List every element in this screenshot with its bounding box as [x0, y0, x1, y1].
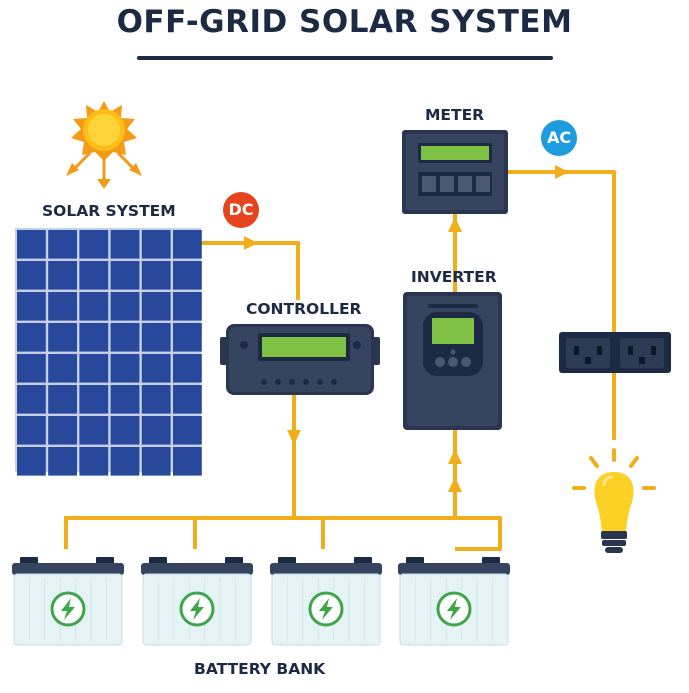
solar-cell: [110, 354, 140, 383]
wire-meter-to-socket: [508, 170, 616, 332]
solar-cell: [79, 230, 109, 259]
battery-icon: [141, 557, 253, 646]
solar-cell: [48, 354, 77, 383]
solar-cell: [173, 354, 202, 383]
solar-cell: [110, 261, 140, 290]
solar-cell: [48, 416, 77, 445]
solar-cell: [141, 230, 171, 259]
arrow-up-inverter: [448, 449, 462, 464]
solar-cell: [79, 323, 109, 352]
solar-cell: [110, 230, 140, 259]
battery-icon: [12, 557, 124, 646]
title-underline: [137, 56, 553, 60]
solar-cell: [141, 292, 171, 321]
power-socket-icon: [559, 332, 671, 373]
solar-cell: [141, 261, 171, 290]
solar-cell: [141, 416, 171, 445]
battery-bank: [12, 557, 510, 646]
wires: [64, 170, 616, 551]
solar-cell: [173, 292, 202, 321]
solar-cell: [17, 261, 46, 290]
dc-badge-label: DC: [228, 200, 254, 219]
meter-icon: [402, 130, 508, 214]
solar-cell: [17, 385, 46, 414]
solar-cell: [110, 385, 140, 414]
solar-cell: [17, 416, 46, 445]
solar-cell: [17, 354, 46, 383]
arrow-up-meter: [448, 217, 462, 232]
solar-cell: [48, 230, 77, 259]
inverter-icon: [403, 292, 502, 430]
solar-cell: [48, 323, 77, 352]
arrow-right-dc: [244, 236, 258, 250]
solar-cell: [141, 385, 171, 414]
solar-cell: [173, 323, 202, 352]
arrow-right-ac: [555, 165, 569, 179]
solar-cell: [141, 354, 171, 383]
solar-cell: [110, 292, 140, 321]
solar-cell: [173, 385, 202, 414]
ac-badge-label: AC: [546, 128, 572, 147]
solar-cell: [141, 323, 171, 352]
solar-cell: [79, 354, 109, 383]
solar-cell: [48, 292, 77, 321]
solar-cell: [110, 447, 140, 476]
solar-cell: [48, 261, 77, 290]
battery-bank-label: BATTERY BANK: [194, 660, 326, 678]
solar-cell: [173, 416, 202, 445]
solar-cell: [79, 292, 109, 321]
light-bulb-icon: [572, 448, 656, 553]
solar-cell: [17, 230, 46, 259]
solar-cell: [48, 385, 77, 414]
solar-cell: [79, 416, 109, 445]
solar-cell: [17, 323, 46, 352]
solar-cell: [173, 230, 202, 259]
solar-cell: [79, 261, 109, 290]
solar-cell: [48, 447, 77, 476]
charge-controller-icon: [220, 324, 380, 395]
controller-label: CONTROLLER: [246, 300, 362, 318]
wire-battery4-to-bus: [455, 516, 502, 551]
dc-badge: [223, 192, 259, 228]
ac-badge: [541, 120, 577, 156]
solar-cell: [17, 292, 46, 321]
solar-cell: [79, 385, 109, 414]
wire-panel-to-controller: [200, 241, 300, 300]
solar-cell: [110, 323, 140, 352]
solar-cell: [141, 447, 171, 476]
solar-cell: [79, 447, 109, 476]
solar-system-label: SOLAR SYSTEM: [42, 202, 176, 220]
arrow-down-controller: [287, 430, 301, 445]
solar-panel-icon: [15, 228, 202, 476]
meter-label: METER: [425, 106, 485, 124]
solar-cell: [173, 447, 202, 476]
inverter-label: INVERTER: [411, 268, 497, 286]
battery-icon: [398, 557, 510, 646]
battery-icon: [270, 557, 382, 646]
arrow-up-bus: [448, 477, 462, 492]
arrowheads: [244, 165, 569, 492]
solar-cell: [173, 261, 202, 290]
sun-icon: [66, 101, 142, 189]
page-title: OFF-GRID SOLAR SYSTEM: [116, 4, 573, 40]
solar-cell: [17, 447, 46, 476]
solar-cell: [110, 416, 140, 445]
